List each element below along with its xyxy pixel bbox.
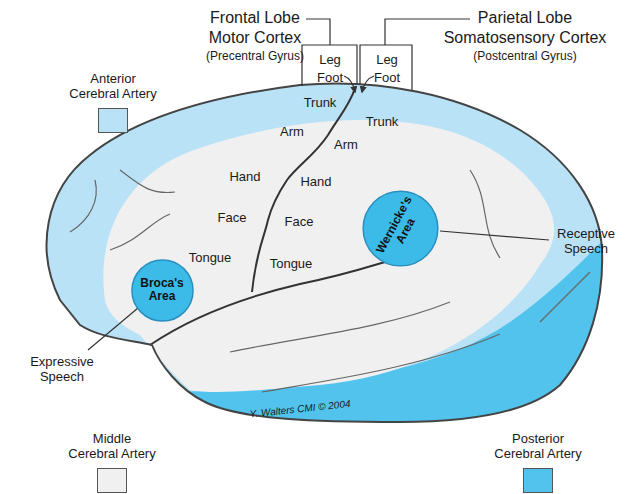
body-part-label: Foot (317, 71, 343, 86)
body-part-label: Leg (319, 53, 341, 68)
cortex-heading: Somatosensory Cortex (444, 29, 607, 47)
lobe-heading: Frontal Lobe (210, 9, 300, 27)
circle-shape (363, 191, 438, 266)
body-part-label: Hand (300, 175, 331, 190)
body-part-label: Face (218, 211, 247, 226)
gyrus-heading: (Precentral Gyrus) (206, 50, 304, 64)
body-part-label: Leg (376, 53, 398, 68)
cortex-heading: Motor Cortex (209, 29, 301, 47)
leader-line (88, 308, 138, 350)
leg-arrow (362, 76, 374, 92)
body-part-label: Foot (374, 71, 400, 86)
gyri-lines (70, 170, 590, 392)
body-part-label: Trunk (304, 96, 337, 111)
body-part-label: Tongue (270, 257, 313, 272)
legend-text: Posterior Cerebral Artery (493, 432, 583, 462)
body-part-label: Arm (280, 125, 304, 140)
legend-swatch (523, 468, 553, 493)
body-part-label: Face (285, 215, 314, 230)
legend-text: Middle Cerebral Artery (67, 432, 157, 462)
area-circle: Broca's Area (131, 259, 194, 322)
legend-entry: Middle Cerebral Artery (67, 432, 157, 493)
brain-outline (47, 83, 603, 422)
legend-text: Anterior Cerebral Artery (68, 72, 158, 102)
legend-swatch (97, 468, 127, 493)
lobe-heading: Parietal Lobe (478, 9, 572, 27)
circle-shape (131, 259, 192, 320)
gyrus-heading: (Postcentral Gyrus) (473, 50, 576, 64)
legend-entry: Anterior Cerebral Artery (68, 72, 158, 133)
area-circle: Wernicke's Area (362, 190, 439, 267)
body-part-label: Hand (229, 170, 260, 185)
area-name: Broca's Area (137, 277, 187, 303)
legend-entry: Posterior Cerebral Artery (493, 432, 583, 493)
body-part-label: Tongue (189, 251, 232, 266)
central-sulcus (252, 88, 355, 292)
middle-territory (103, 120, 554, 392)
function-label: Expressive Speech (22, 355, 102, 385)
legend-swatch (98, 108, 128, 133)
function-label: Receptive Speech (548, 227, 624, 257)
leg-arrow (344, 76, 355, 92)
leader-line (440, 231, 549, 240)
body-part-label: Arm (334, 138, 358, 153)
body-part-label: Trunk (366, 115, 399, 130)
